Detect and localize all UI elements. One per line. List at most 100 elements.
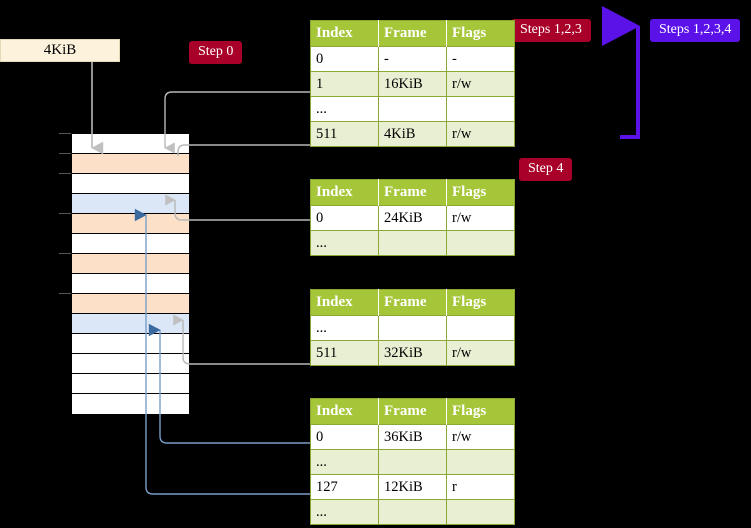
col-header-index: Index: [310, 20, 379, 47]
col-header-index: Index: [310, 398, 379, 425]
memory-frame-row: [72, 394, 189, 414]
cell-flags: r/w: [446, 340, 515, 366]
cell-frame: 16KiB: [378, 71, 447, 97]
cell-index: 1: [310, 71, 379, 97]
memory-grid-tick: [59, 293, 71, 294]
cell-frame: [378, 96, 447, 122]
col-header-frame: Frame: [378, 398, 447, 425]
memory-frame-row: [72, 354, 189, 374]
badge-steps-1-2-3: Steps 1,2,3: [511, 19, 591, 42]
cell-index: 0: [310, 46, 379, 72]
cell-flags: r/w: [446, 121, 515, 147]
badge-step-4: Step 4: [519, 158, 573, 181]
table-header-row: Index Frame Flags: [310, 398, 515, 425]
col-header-flags: Flags: [446, 398, 515, 425]
cell-frame: 12KiB: [378, 474, 447, 500]
col-header-index: Index: [310, 289, 379, 316]
memory-frame-row: [72, 174, 189, 194]
table-row: ...: [310, 96, 515, 122]
cell-flags: -: [446, 46, 515, 72]
col-header-frame: Frame: [378, 289, 447, 316]
cell-index: 0: [310, 424, 379, 450]
cell-index: 511: [310, 340, 379, 366]
connector-pdpt-row0-to-memory: [165, 194, 310, 221]
col-header-index: Index: [310, 179, 379, 206]
table-header-row: Index Frame Flags: [310, 289, 515, 316]
memory-frame-row: [72, 214, 189, 234]
cell-frame: 24KiB: [378, 205, 447, 231]
connector-pml4-row511-to-memory: [177, 144, 310, 156]
cell-flags: [446, 315, 515, 341]
physical-memory-grid: [71, 133, 190, 414]
cell-index: ...: [310, 449, 379, 475]
cell-flags: [446, 449, 515, 475]
connector-pd-row511-to-memory: [173, 314, 310, 365]
cell-index: ...: [310, 499, 379, 525]
memory-block-label-4kib: 4KiB: [0, 39, 120, 62]
memory-frame-row: [72, 234, 189, 254]
col-header-flags: Flags: [446, 289, 515, 316]
memory-frame-row: [72, 134, 189, 154]
col-header-frame: Frame: [378, 20, 447, 47]
memory-frame-row: [72, 274, 189, 294]
col-header-flags: Flags: [446, 20, 515, 47]
table-header-row: Index Frame Flags: [310, 20, 515, 47]
badge-steps-1-2-3-4: Steps 1,2,3,4: [650, 19, 741, 42]
cell-frame: -: [378, 46, 447, 72]
memory-frame-row: [72, 154, 189, 174]
table-header-row: Index Frame Flags: [310, 179, 515, 206]
cell-frame: [378, 499, 447, 525]
col-header-flags: Flags: [446, 179, 515, 206]
cell-flags: [446, 230, 515, 256]
memory-grid-tick: [59, 213, 71, 214]
table-row: 0--: [310, 46, 515, 72]
memory-block-label-text: 4KiB: [43, 42, 77, 58]
cell-index: 511: [310, 121, 379, 147]
cell-index: 0: [310, 205, 379, 231]
cell-frame: [378, 315, 447, 341]
table-row: ...: [310, 449, 515, 475]
cell-flags: r/w: [446, 71, 515, 97]
cell-frame: [378, 230, 447, 256]
badge-step-0: Step 0: [189, 41, 243, 64]
cell-flags: [446, 499, 515, 525]
memory-frame-row: [72, 314, 189, 334]
cell-frame: [378, 449, 447, 475]
cell-index: 127: [310, 474, 379, 500]
cell-frame: 36KiB: [378, 424, 447, 450]
cell-flags: [446, 96, 515, 122]
memory-frame-row: [72, 194, 189, 214]
cell-frame: 4KiB: [378, 121, 447, 147]
col-header-frame: Frame: [378, 179, 447, 206]
memory-frame-row: [72, 254, 189, 274]
table-row: ...: [310, 499, 515, 525]
memory-frame-row: [72, 374, 189, 394]
arrow-steps-1-2-3-4: [602, 6, 640, 139]
cell-flags: r: [446, 474, 515, 500]
table-row: ...: [310, 230, 515, 256]
cell-flags: r/w: [446, 205, 515, 231]
memory-frame-row: [72, 294, 189, 314]
cell-frame: 32KiB: [378, 340, 447, 366]
cell-flags: r/w: [446, 424, 515, 450]
memory-frame-row: [72, 334, 189, 354]
memory-grid-tick: [59, 153, 71, 154]
memory-grid-tick: [59, 173, 71, 174]
table-row: ...: [310, 315, 515, 341]
cell-index: ...: [310, 315, 379, 341]
